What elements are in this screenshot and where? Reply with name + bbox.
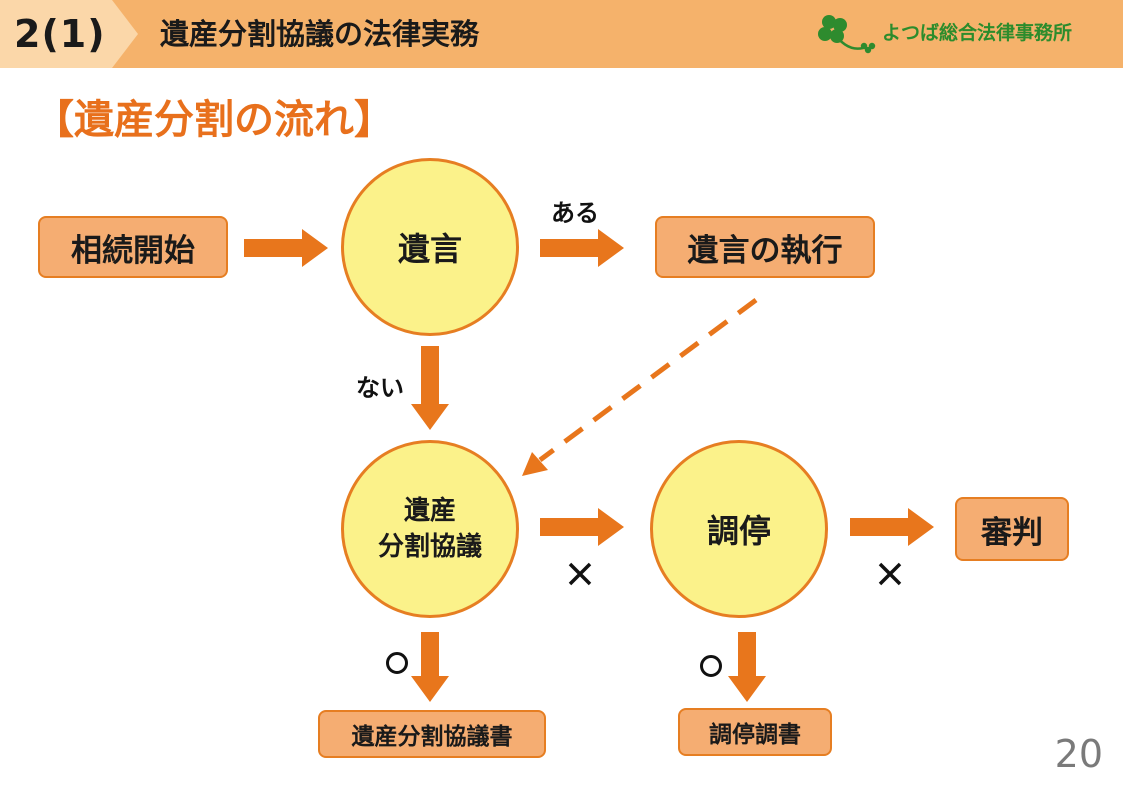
arrow-will-to-partition [411,346,449,430]
arrow-start-to-will [244,229,328,267]
node-will-label: 遺言 [397,230,462,268]
firm-logo-text: よつば総合法律事務所 [882,22,1073,44]
header-bar: 2(1) 遺産分割協議の法律実務 よつば総合法律事務所 [0,0,1123,68]
section-badge [0,0,138,68]
page-heading: 【遺産分割の流れ】 [34,97,394,143]
arrow-partition-to-document [411,632,449,702]
node-adjudication: 審判 [955,497,1069,561]
fail-mark-partition [568,562,592,586]
fail-mark-mediation [878,562,902,586]
node-will-execution: 遺言の執行 [655,216,875,278]
dashed-arrowhead [522,452,548,476]
success-mark-mediation [700,655,722,677]
header-title: 遺産分割協議の法律実務 [160,17,480,51]
node-partition-line1: 遺産 [403,496,456,526]
node-mediation: 調停 [650,440,828,618]
section-number: 2(1) [14,12,106,56]
node-partition: 遺産 分割協議 [341,440,519,618]
node-mediation-label: 調停 [706,512,771,550]
edge-label-yes: ある [551,199,599,227]
node-partition-line2: 分割協議 [377,532,482,562]
arrow-will-to-execution [540,229,624,267]
edge-label-no: ない [356,374,404,402]
node-start: 相続開始 [38,216,228,278]
arrow-partition-to-mediation [540,508,624,546]
arrow-mediation-to-record [728,632,766,702]
node-partition-agreement-doc: 遺産分割協議書 [318,710,546,758]
node-will: 遺言 [341,158,519,336]
arrow-mediation-to-adjudication [850,508,934,546]
page-number: 20 [1054,732,1103,776]
dashed-arrow-execution-to-partition [538,297,758,463]
node-mediation-record: 調停調書 [678,708,832,756]
clover-logo-icon [818,15,876,54]
success-mark-partition [386,652,408,674]
